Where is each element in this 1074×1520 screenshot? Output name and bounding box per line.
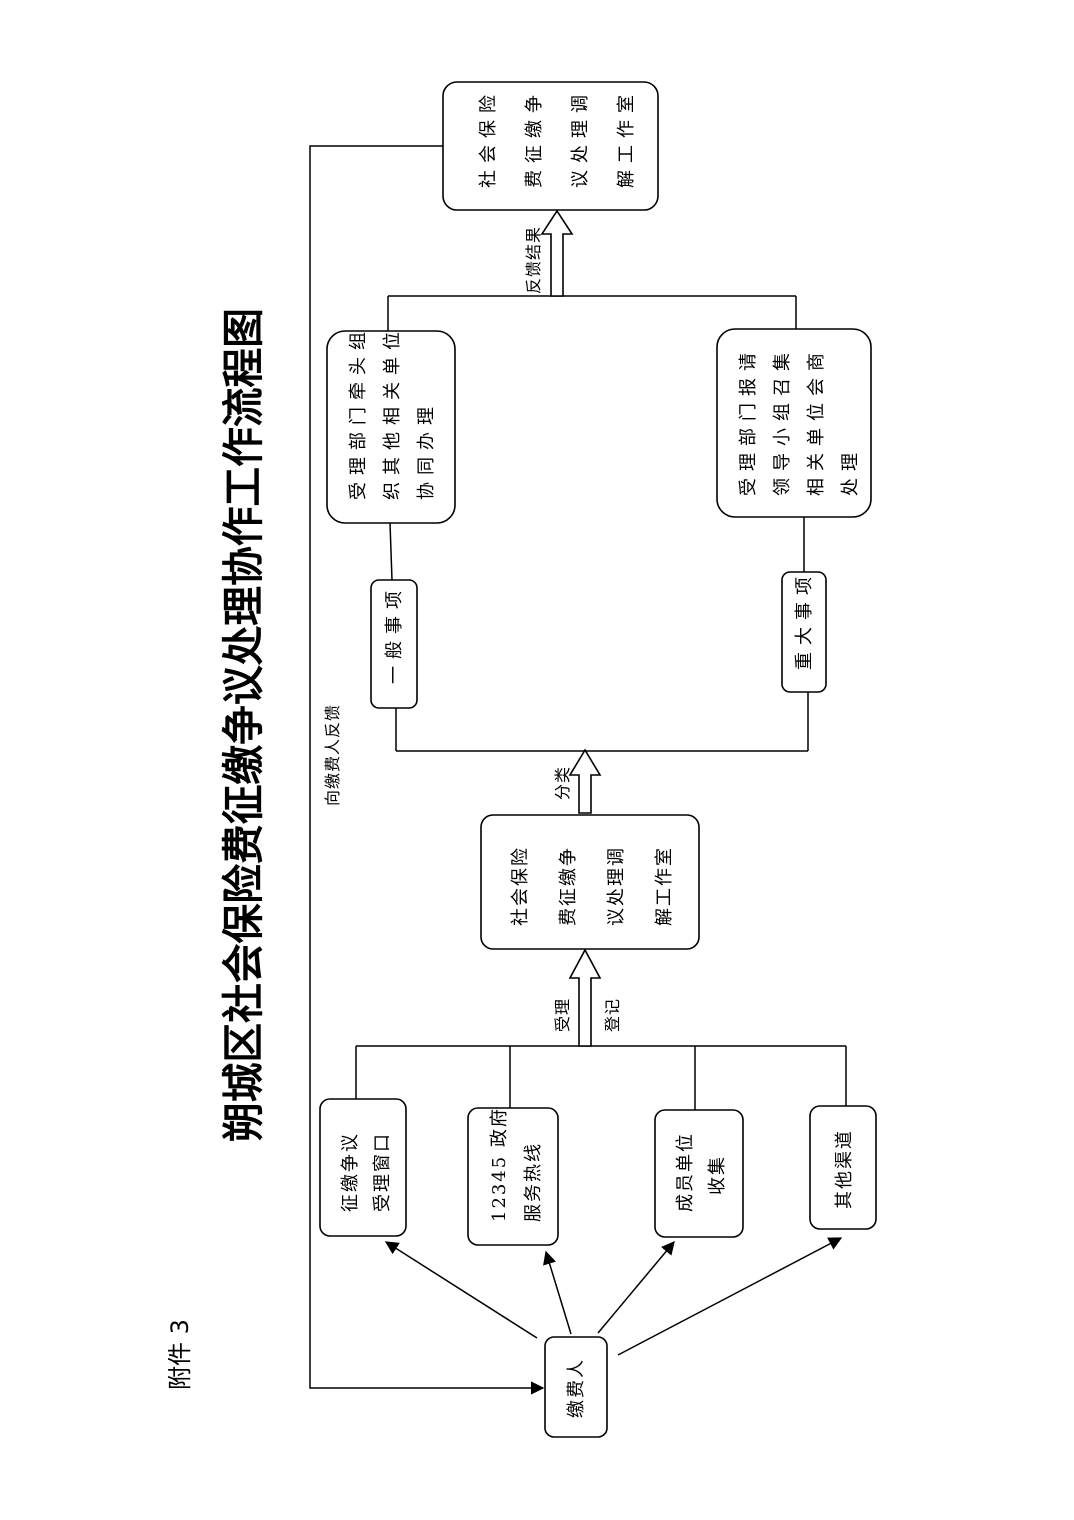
edge-label-feedback-result: 反馈结果: [524, 226, 543, 294]
channel-window-line-1: 征缴争议: [340, 1132, 361, 1212]
major-matter-box: [781, 571, 827, 693]
channel-window-box: [319, 1098, 407, 1237]
arrow-payer-to-member: [597, 1240, 675, 1334]
office-intake-line-4: 解工作室: [654, 846, 675, 926]
office-result-line-4: 解工作室: [616, 88, 637, 188]
attachment-label: 附件 3: [166, 1319, 194, 1390]
channel-other-box: [809, 1105, 877, 1230]
major-handling-line-1: 受理部门报请: [738, 346, 759, 496]
channel-hotline-line-1: 12345 政府: [489, 1107, 510, 1222]
office-result-box: [442, 81, 659, 211]
stub-general-up: [389, 522, 393, 581]
channel-window-line-2: 受理窗口: [372, 1132, 393, 1212]
general-matter-label: 一般事项: [384, 584, 405, 684]
general-handling-box: [326, 330, 456, 524]
major-handling-line-3: 相关单位会商: [806, 346, 827, 496]
general-matter-box: [370, 579, 418, 709]
block-arrow-feedback: [540, 209, 574, 297]
channel-member-box: [654, 1109, 744, 1238]
edge-label-accept: 受理: [553, 998, 572, 1032]
channel-other-line-1: 其他渠道: [834, 1129, 855, 1209]
payer-box: [544, 1336, 608, 1438]
edge-label-register: 登记: [603, 998, 622, 1032]
general-handling-line-1: 受理部门牵头组: [348, 325, 369, 500]
general-handling-line-2: 织其他相关单位: [382, 325, 403, 500]
office-intake-line-1: 社会保险: [510, 846, 531, 926]
major-handling-line-4: 处理: [840, 446, 861, 496]
office-result-line-3: 议处理调: [570, 88, 591, 188]
channel-member-line-2: 收集: [707, 1155, 728, 1195]
major-matter-label: 重大事项: [794, 570, 815, 670]
feedback-loop-line: [309, 145, 545, 1395]
channel-hotline-line-2: 服务热线: [523, 1142, 544, 1222]
general-handling-line-3: 协同办理: [416, 400, 437, 500]
arrow-payer-to-other: [617, 1237, 843, 1356]
channel-hotline-box: [467, 1107, 559, 1246]
major-handling-box: [716, 328, 872, 518]
office-intake-line-3: 议处理调: [606, 846, 627, 926]
office-intake-box: [480, 814, 700, 950]
channel-member-line-1: 成员单位: [675, 1132, 696, 1212]
edge-label-feedback-payer: 向缴费人反馈: [323, 704, 342, 806]
arrow-payer-to-window: [384, 1241, 538, 1339]
office-result-line-2: 费征缴争: [524, 88, 545, 188]
office-intake-line-2: 费征缴争: [558, 846, 579, 926]
block-arrow-classify: [568, 748, 602, 814]
arrow-payer-to-hotline: [543, 1250, 572, 1335]
edge-label-classify: 分类: [553, 766, 572, 800]
major-handling-line-2: 领导小组召集: [772, 346, 793, 496]
block-arrow-register: [568, 948, 602, 1047]
office-result-line-1: 社会保险: [478, 88, 499, 188]
payer-label: 缴费人: [566, 1358, 587, 1418]
page-title: 朔城区社会保险费征缴争议处理协作工作流程图: [219, 308, 268, 1142]
